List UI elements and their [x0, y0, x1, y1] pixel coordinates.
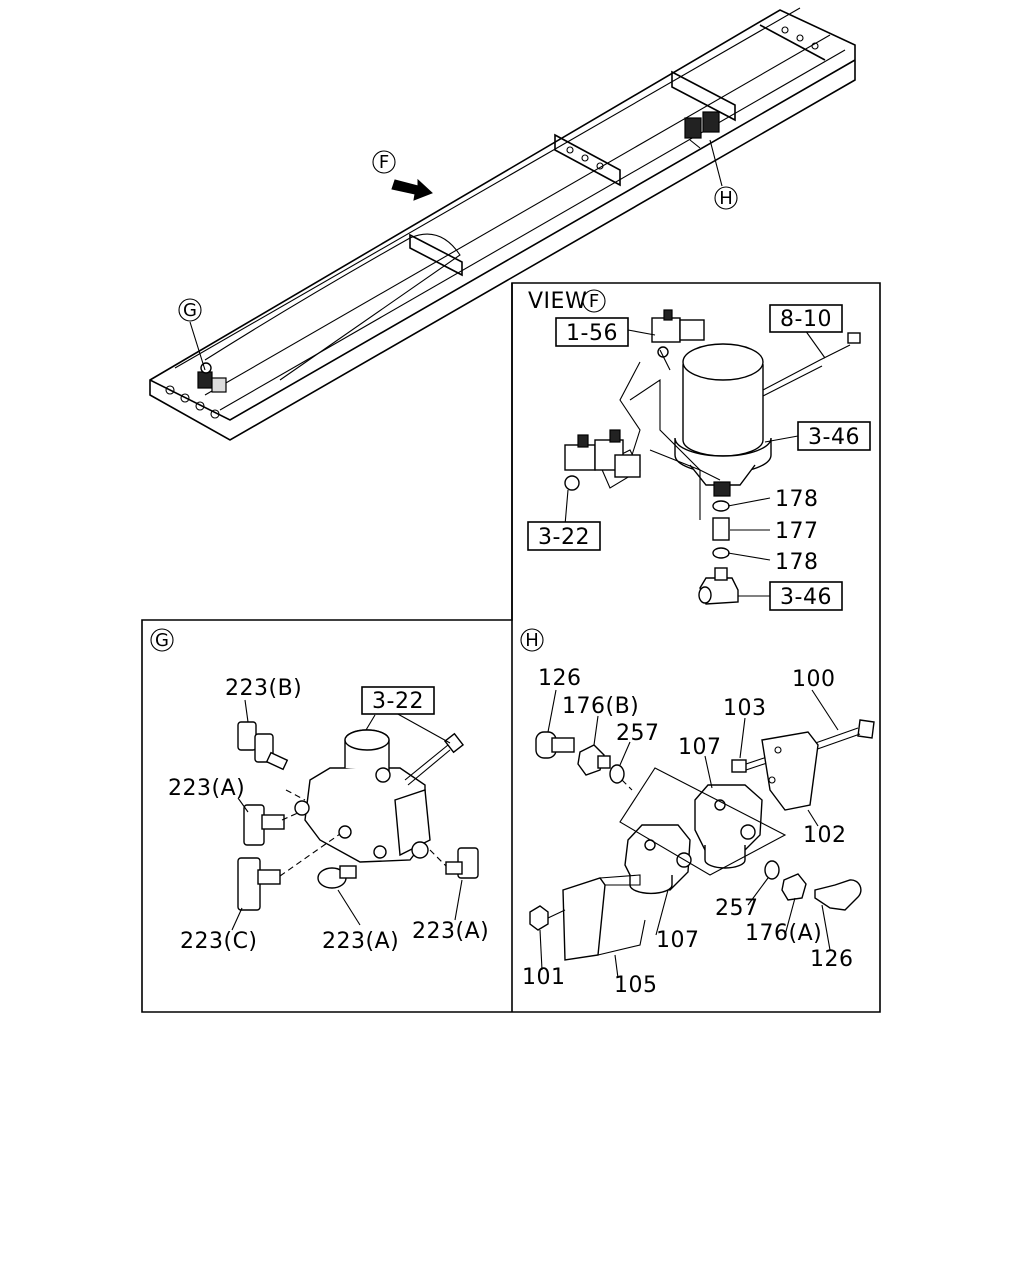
- chassis-frame: F G H: [149, 7, 856, 441]
- valve-107-upper: [694, 784, 763, 869]
- marker-f-view: F: [582, 289, 606, 313]
- view-f-fittings: [698, 500, 739, 605]
- label-223b: 223(B): [225, 676, 302, 701]
- marker-h-frame: H: [714, 186, 738, 210]
- svg-text:8-10: 8-10: [780, 307, 832, 332]
- svg-text:G: G: [155, 630, 169, 651]
- view-f-panel: VIEW F: [527, 289, 871, 611]
- callout-1-56: 1-56: [555, 317, 629, 347]
- callout-3-46-bottom: 3-46: [769, 581, 843, 611]
- frame-valve-cluster-g: [197, 362, 227, 393]
- washer-257-bottom: [764, 860, 780, 880]
- label-257-top: 257: [616, 721, 660, 746]
- svg-text:G: G: [183, 300, 197, 321]
- elbow-126-top: [535, 731, 575, 759]
- view-f-title: VIEW: [528, 289, 587, 314]
- nut-101: [529, 905, 549, 931]
- marker-h-view: H: [520, 628, 544, 652]
- label-126-top: 126: [538, 666, 582, 691]
- washer-257-top: [609, 764, 625, 784]
- relay-valve-g: [294, 729, 431, 863]
- view-f-valve-block: [564, 429, 641, 491]
- label-102: 102: [803, 823, 847, 848]
- callout-3-22-g: 3-22: [361, 686, 435, 715]
- label-257-bottom: 257: [715, 896, 759, 921]
- fitting-176a: [781, 873, 807, 901]
- svg-text:3-22: 3-22: [372, 689, 424, 714]
- label-126-bottom: 126: [810, 947, 854, 972]
- marker-g-frame: G: [178, 298, 202, 322]
- fitting-223a-right: [445, 847, 479, 879]
- label-223a-left: 223(A): [168, 776, 245, 801]
- bracket-105: [562, 877, 606, 961]
- fitting-223b: [237, 721, 289, 771]
- valve-107-lower: [624, 824, 692, 895]
- svg-text:1-56: 1-56: [566, 321, 618, 346]
- callout-3-22-f: 3-22: [527, 521, 601, 551]
- view-g-panel: G: [150, 628, 489, 954]
- label-176a: 176(A): [745, 921, 822, 946]
- air-dryer: [674, 343, 772, 497]
- fitting-223a-left: [243, 804, 285, 846]
- forward-arrow-icon: [391, 178, 433, 201]
- marker-g-view: G: [150, 628, 174, 652]
- svg-text:H: H: [719, 188, 733, 209]
- svg-text:3-46: 3-46: [780, 585, 832, 610]
- label-223c: 223(C): [180, 929, 258, 954]
- marker-f-frame: F: [372, 150, 396, 174]
- label-177: 177: [775, 519, 819, 544]
- fitting-223c: [237, 857, 281, 911]
- view-f-upper-valve: [651, 309, 705, 358]
- label-107-bottom: 107: [656, 928, 700, 953]
- label-178-top: 178: [775, 487, 819, 512]
- callout-3-46-top: 3-46: [797, 421, 871, 451]
- svg-text:3-46: 3-46: [808, 425, 860, 450]
- svg-text:H: H: [525, 630, 539, 651]
- callout-8-10: 8-10: [769, 304, 843, 333]
- label-105: 105: [614, 973, 658, 998]
- svg-text:F: F: [589, 291, 599, 312]
- frame-valve-cluster-h: [684, 111, 720, 149]
- view-h-panel: H: [520, 628, 875, 998]
- svg-text:3-22: 3-22: [538, 525, 590, 550]
- label-101: 101: [522, 965, 566, 990]
- label-178-bottom: 178: [775, 550, 819, 575]
- svg-text:F: F: [379, 152, 389, 173]
- label-107-top: 107: [678, 735, 722, 760]
- label-223a-right: 223(A): [412, 919, 489, 944]
- label-176b: 176(B): [562, 694, 639, 719]
- frame-holes: [165, 26, 819, 419]
- elbow-126-bottom: [814, 879, 862, 911]
- panel-borders: [141, 282, 881, 1013]
- label-223a-mid: 223(A): [322, 929, 399, 954]
- connector-plug: [847, 332, 861, 344]
- fitting-176b: [577, 744, 611, 776]
- bracket-102: [761, 731, 819, 811]
- bolt-g: [404, 732, 465, 786]
- fitting-223a-mid: [317, 865, 357, 889]
- label-100: 100: [792, 667, 836, 692]
- label-103: 103: [723, 696, 767, 721]
